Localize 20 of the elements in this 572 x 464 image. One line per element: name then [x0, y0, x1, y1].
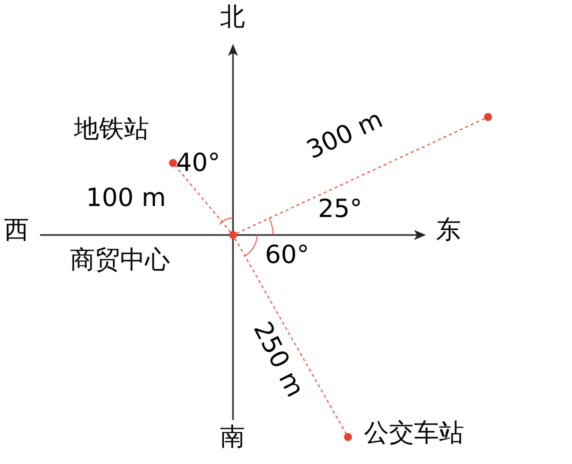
direction-label: 北 [220, 4, 245, 29]
direction-label: 西 [4, 217, 29, 242]
distance-label: 300 m [303, 106, 386, 163]
distance-label: 250 m [250, 318, 308, 401]
point-dot [344, 433, 352, 441]
dashed-line [175, 166, 231, 232]
direction-label: 东 [436, 217, 461, 242]
point-dot [484, 113, 492, 121]
angle-label: 25° [318, 196, 362, 221]
dashed-line [236, 118, 485, 234]
direction-label: 南 [220, 424, 245, 449]
place-name: 地铁站 [74, 116, 149, 141]
angle-label: 60° [265, 242, 310, 267]
distance-label: 100 m [86, 185, 166, 210]
place-name: 公交车站 [364, 420, 464, 445]
angle-label: 40° [176, 150, 220, 175]
point-dot [229, 231, 237, 239]
point-dot [169, 159, 177, 167]
dashed-line [234, 238, 347, 434]
place-name: 商贸中心 [70, 247, 170, 272]
